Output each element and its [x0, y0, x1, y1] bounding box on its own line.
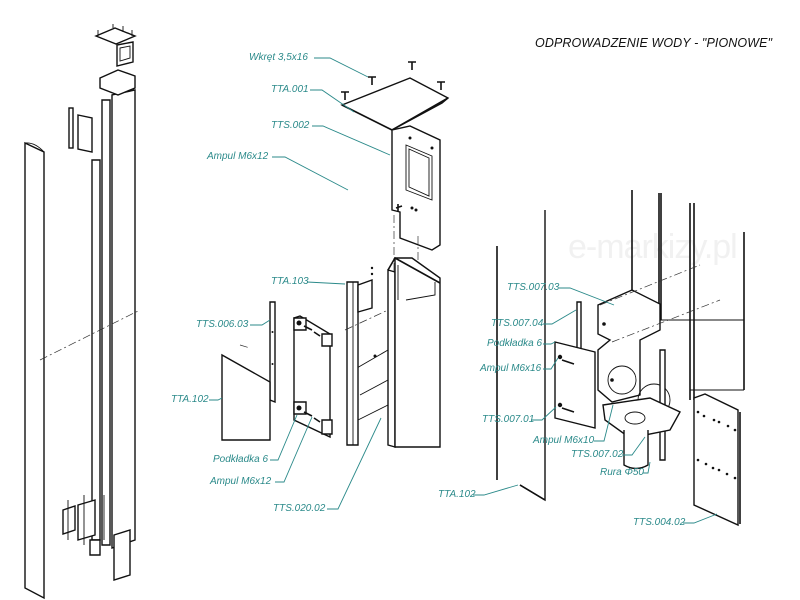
label-tts00703: TTS.007.03 — [507, 282, 560, 293]
label-tta001: TTA.001 — [271, 84, 309, 95]
right-exploded-view — [496, 190, 745, 527]
screws-wkret — [341, 61, 445, 100]
overview-bottom-panel — [113, 529, 131, 581]
clamp-plate — [554, 341, 596, 429]
cover-plate-tta001 — [340, 77, 450, 131]
bracket-tts002 — [391, 125, 441, 251]
bracket-tts00703 — [597, 289, 661, 403]
label-podkladka-right: Podkładka 6 — [487, 338, 543, 349]
panel-tta102-right — [519, 210, 546, 502]
overview-side-panel — [24, 141, 45, 600]
strip-tta103 — [346, 281, 359, 446]
label-ampul-bottom: Ampul M6x12 — [210, 476, 272, 487]
overview-column — [111, 89, 136, 549]
base-tts00702 — [602, 397, 681, 439]
label-wkret: Wkręt 3,5x16 — [249, 52, 308, 63]
label-ampul-m6x16: Ampul M6x16 — [480, 363, 542, 374]
main-profile — [394, 257, 441, 448]
panel-tta102-left — [221, 353, 271, 441]
panel-tts00402 — [693, 393, 739, 527]
label-tts00402: TTS.004.02 — [633, 517, 686, 528]
label-tta102-left: TTA.102 — [171, 394, 209, 405]
overview-top-cover — [94, 27, 137, 45]
drawing-title: ODPROWADZENIE WODY - "PIONOWE" — [535, 36, 773, 50]
leader-lines — [209, 57, 718, 524]
label-tts00603: TTS.006.03 — [196, 319, 249, 330]
label-tts00704: TTS.007.04 — [491, 318, 544, 329]
label-rura: Rura Φ50 — [600, 467, 644, 478]
overview-top-box — [99, 69, 136, 96]
middle-exploded-view — [221, 61, 450, 448]
label-podkladka-left: Podkładka 6 — [213, 454, 269, 465]
label-tts02002: TTS.020.02 — [273, 503, 326, 514]
overview-pipe — [91, 159, 101, 541]
panel-holes — [696, 410, 737, 480]
label-tts00702: TTS.007.02 — [571, 449, 624, 460]
ampul-bolt — [395, 204, 403, 212]
label-tts00701: TTS.007.01 — [482, 414, 535, 425]
label-tta102-right: TTA.102 — [438, 489, 476, 500]
label-tta103: TTA.103 — [271, 276, 309, 287]
overview-assembly — [24, 24, 141, 600]
label-ampul-m6x10: Ampul M6x10 — [533, 435, 595, 446]
watermark: e-markizy.pl — [568, 228, 738, 266]
label-ampul-top: Ampul M6x12 — [207, 151, 269, 162]
rail-tts00603 — [269, 301, 276, 404]
label-tts002: TTS.002 — [271, 120, 310, 131]
